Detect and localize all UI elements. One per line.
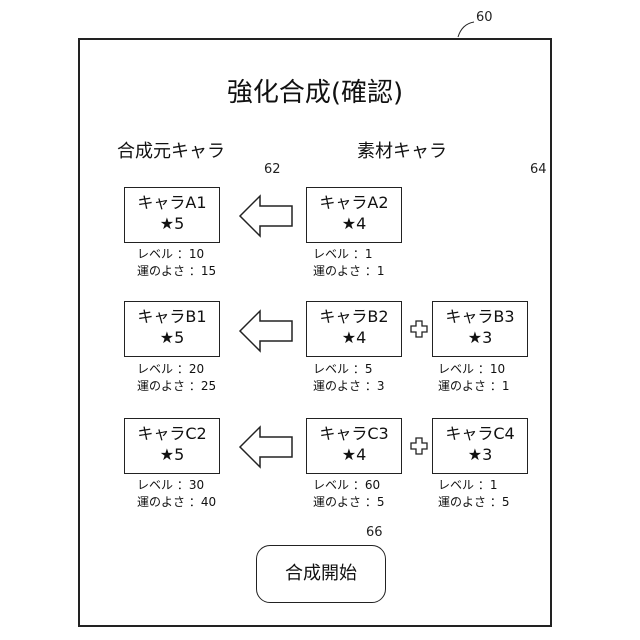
left-arrow-icon [238, 425, 294, 469]
material-character-card[interactable]: キャラB2 ★4 [306, 301, 402, 357]
character-name: キャラB1 [125, 307, 219, 327]
base-character-card[interactable]: キャラC2 ★5 [124, 418, 220, 474]
material-character-stats: レベル ：10 運のよさ ：1 [438, 361, 509, 395]
luck-text: 運のよさ ：25 [137, 379, 216, 393]
level-text: レベル ：10 [137, 247, 204, 261]
level-text: レベル ：30 [137, 478, 204, 492]
luck-text: 運のよさ ：1 [438, 379, 509, 393]
material-column-header: 素材キャラ [357, 137, 447, 163]
plus-icon [410, 320, 428, 338]
material-character-card[interactable]: キャラB3 ★3 [432, 301, 528, 357]
level-text: レベル ：20 [137, 362, 204, 376]
left-arrow-icon [238, 309, 294, 353]
character-name: キャラC4 [433, 424, 527, 444]
star-rating: ★4 [307, 327, 401, 349]
page-title: 強化合成(確認) [78, 72, 552, 109]
ref-numeral-frame: 60 [476, 10, 493, 25]
character-name: キャラB3 [433, 307, 527, 327]
material-character-card[interactable]: キャラA2 ★4 [306, 187, 402, 243]
level-text: レベル ：5 [313, 362, 372, 376]
star-rating: ★5 [125, 327, 219, 349]
base-character-card[interactable]: キャラB1 ★5 [124, 301, 220, 357]
luck-text: 運のよさ ：40 [137, 495, 216, 509]
character-name: キャラA2 [307, 193, 401, 213]
material-character-stats: レベル ：60 運のよさ ：5 [313, 477, 384, 511]
level-text: レベル ：10 [438, 362, 505, 376]
star-rating: ★5 [125, 444, 219, 466]
character-name: キャラC3 [307, 424, 401, 444]
level-text: レベル ：60 [313, 478, 380, 492]
character-name: キャラB2 [307, 307, 401, 327]
star-rating: ★3 [433, 327, 527, 349]
level-text: レベル ：1 [313, 247, 372, 261]
start-synthesis-button[interactable]: 合成開始 [256, 545, 386, 603]
base-character-card[interactable]: キャラA1 ★5 [124, 187, 220, 243]
ref-numeral-button: 66 [366, 525, 383, 540]
plus-icon [410, 437, 428, 455]
material-character-stats: レベル ：1 運のよさ ：5 [438, 477, 509, 511]
material-character-stats: レベル ：5 運のよさ ：3 [313, 361, 384, 395]
star-rating: ★5 [125, 213, 219, 235]
material-character-card[interactable]: キャラC3 ★4 [306, 418, 402, 474]
character-name: キャラC2 [125, 424, 219, 444]
luck-text: 運のよさ ：5 [438, 495, 509, 509]
base-character-stats: レベル ：30 運のよさ ：40 [137, 477, 216, 511]
level-text: レベル ：1 [438, 478, 497, 492]
luck-text: 運のよさ ：3 [313, 379, 384, 393]
ref-numeral-material: 64 [530, 162, 547, 177]
star-rating: ★4 [307, 213, 401, 235]
star-rating: ★4 [307, 444, 401, 466]
base-character-stats: レベル ：10 運のよさ ：15 [137, 246, 216, 280]
ref-numeral-arrow: 62 [264, 162, 281, 177]
base-column-header: 合成元キャラ [117, 137, 225, 163]
material-character-card[interactable]: キャラC4 ★3 [432, 418, 528, 474]
luck-text: 運のよさ ：15 [137, 264, 216, 278]
character-name: キャラA1 [125, 193, 219, 213]
luck-text: 運のよさ ：1 [313, 264, 384, 278]
left-arrow-icon [238, 194, 294, 238]
material-character-stats: レベル ：1 運のよさ ：1 [313, 246, 384, 280]
star-rating: ★3 [433, 444, 527, 466]
base-character-stats: レベル ：20 運のよさ ：25 [137, 361, 216, 395]
luck-text: 運のよさ ：5 [313, 495, 384, 509]
